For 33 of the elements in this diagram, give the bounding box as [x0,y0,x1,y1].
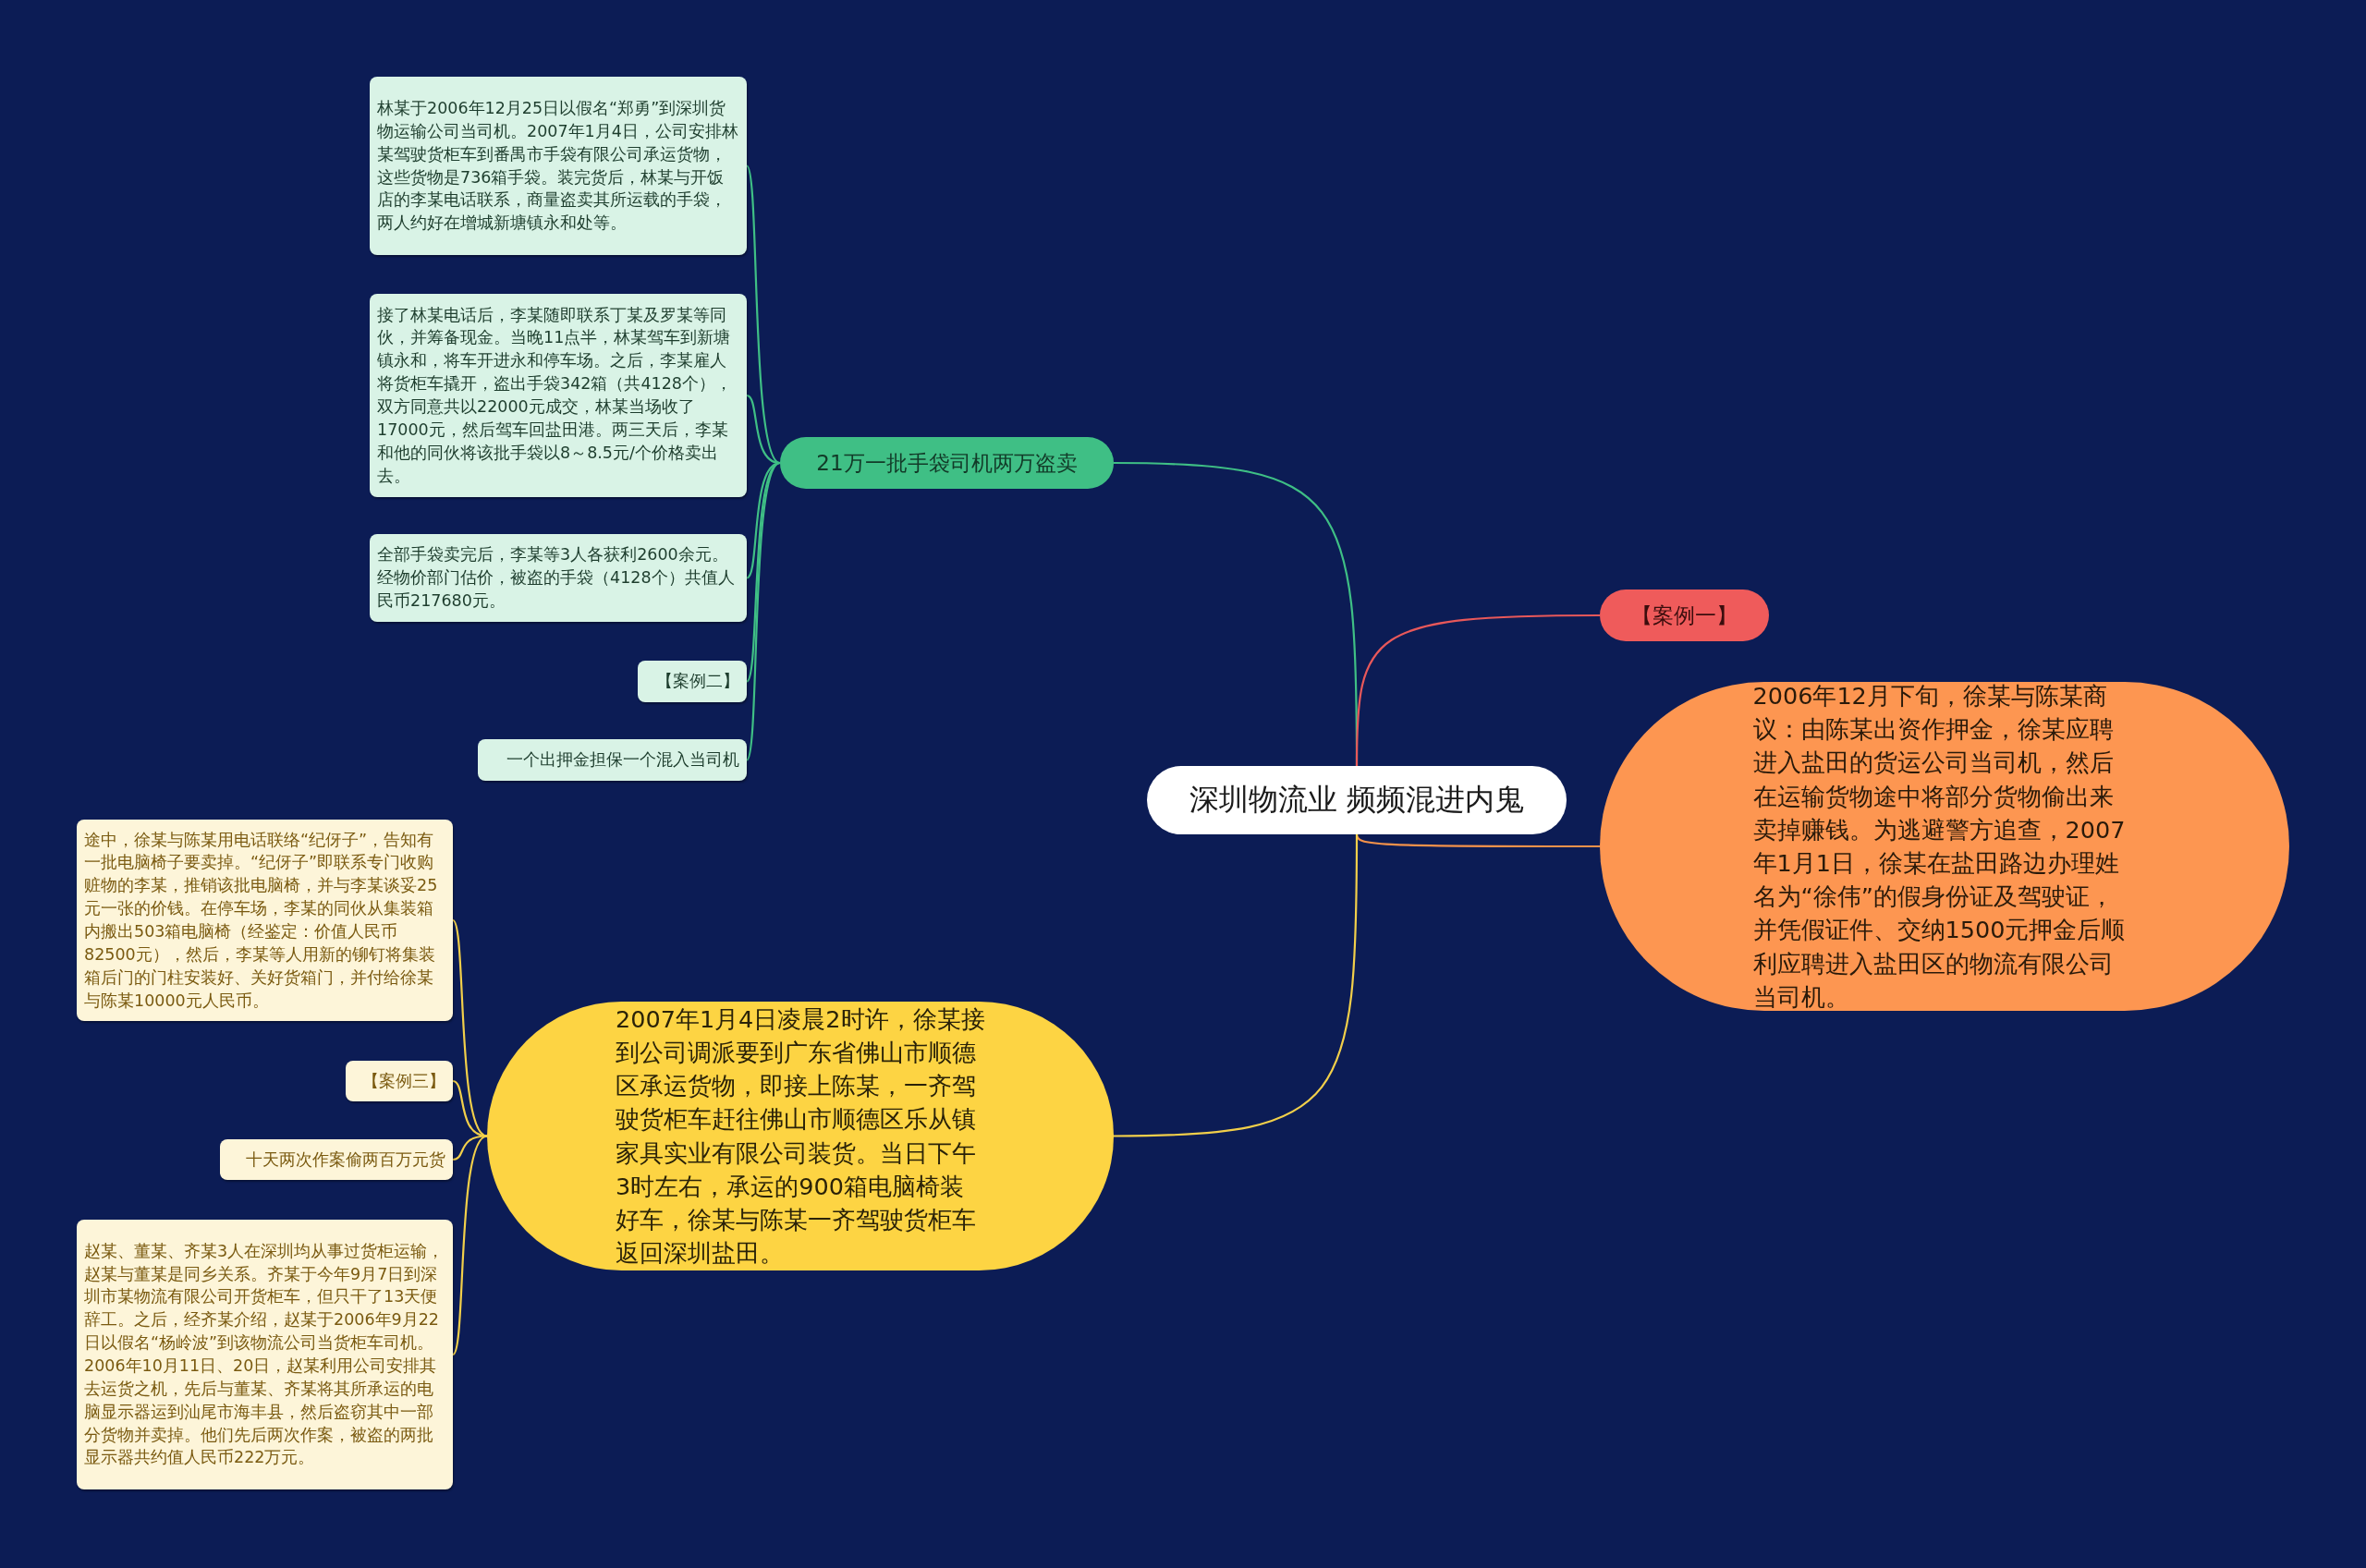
topic-text: 2006年12月下旬，徐某与陈某商议：由陈某出资作押金，徐某应聘进入盐田的货运公司当司机，然后在运输货物途中将部分货物偷出来卖掉赚钱。为逃避警方追查，2007年1月1日，徐某在盐田路边办理姓名为“徐伟”的假身份证及驾驶证，并凭假证件、交纳1500元押金后顺利应聘进入盐田区的物流有限公司当司机。 [1752,681,2127,1013]
note-card [370,294,747,497]
connector [1114,834,1359,1137]
note-card [346,1061,453,1101]
topic-text: 深圳物流业 频频混进内鬼 [1189,781,1525,820]
note-card [77,1220,453,1489]
note-text: 一个出押金担保一个混入当司机 [506,749,739,772]
connector [1355,833,1600,848]
note-text: 接了林某电话后，李某随即联系丁某及罗某等同伙，并筹备现金。当晚11点半，林某驾车到新塘镇永和，将车开进永和停车场。之后，李某雇人将货柜车撬开，盗出手袋342箱（共4128个），双方同意共以22000元成交，林某当场收了17000元，然后驾车回盐田港。两三天后，李某和他的同伙将该批手袋以8～8.5元/个价格卖出去。 [377,304,733,487]
note-card [370,77,747,255]
connector [452,1079,488,1137]
note-text: 全部手袋卖完后，李某等3人各获利2600余元。经物价部门估价，被盗的手袋（4128个）共值人民币217680元。 [377,544,736,612]
note-text: 林某于2006年12月25日以假名“郑勇”到深圳货物运输公司当司机。2007年1月4日，公司安排林某驾驶货柜车到番禺市手袋有限公司承运货物，这些货物是736箱手袋。装完货后，林某与开饭店的李某电话联系，商量盗卖其所运载的手袋，两人约好在增城新塘镇永和处等。 [377,97,739,235]
note-text: 【案例二】 [656,671,739,693]
connector [746,462,781,760]
connector [452,1135,488,1161]
note-card [370,534,747,622]
note-text: 【案例三】 [362,1070,445,1092]
connector [746,165,781,464]
branch-topic [1600,590,1769,641]
connector [1355,614,1600,766]
note-text: 赵某、董某、齐某3人在深圳均从事过货柜运输，赵某与董某是同乡关系。齐某于今年9月7日到深圳市某物流有限公司开货柜车，但只干了13天便辞工。之后，经齐某介绍，赵某于2006年9月22日以假名“杨岭波”到该物流公司当货柜车司机。2006年10月11日、20日，赵某利用公司安排其去运货之机，先后与董某、齐某将其所承运的电脑显示器运到汕尾市海丰县，然后盗窃其中一部分货物并卖掉。他们先后两次作案，被盗的两批显示器共约值人民币222万元。 [84,1240,445,1469]
note-text: 十天两次作案偷两百万元货 [246,1149,445,1171]
note-card [220,1139,453,1180]
note-card [478,739,747,781]
topic-text: 2007年1月4日凌晨2时许，徐某接到公司调派要到广东省佛山市顺德区承运货物，即接上陈某，一齐驾驶货柜车赶往佛山市顺德区乐从镇家具实业有限公司装货。当日下午3时左右，承运的900箱电脑椅装好车，徐某与陈某一齐驾驶货柜车返回深圳盐田。 [616,1003,985,1270]
topic-text: 21万一批手袋司机两万盗卖 [816,449,1078,477]
topic-text: 【案例一】 [1631,602,1738,629]
connector [452,1135,488,1355]
branch-topic [780,437,1114,489]
note-card [638,661,747,702]
note-text: 途中，徐某与陈某用电话联络“纪伢子”，告知有一批电脑椅子要卖掉。“纪伢子”即联系专门收购赃物的李某，推销该批电脑椅，并与李某谈妥25元一张的价钱。在停车场，李某的同伙从集装箱内搬出503箱电脑椅（经鉴定：价值人民币82500元），然后，李某等人用新的铆钉将集装箱后门的门柱安装好、关好货箱门，并付给徐某与陈某10000元人民币。 [84,829,439,1012]
connector [746,462,781,683]
